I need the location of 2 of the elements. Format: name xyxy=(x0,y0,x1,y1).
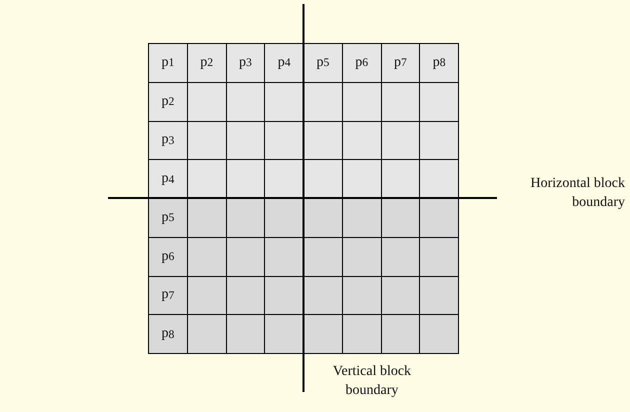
boundary-caption: Horizontal block boundary xyxy=(530,175,625,212)
boundary-caption: Vertical block boundary xyxy=(332,363,412,400)
